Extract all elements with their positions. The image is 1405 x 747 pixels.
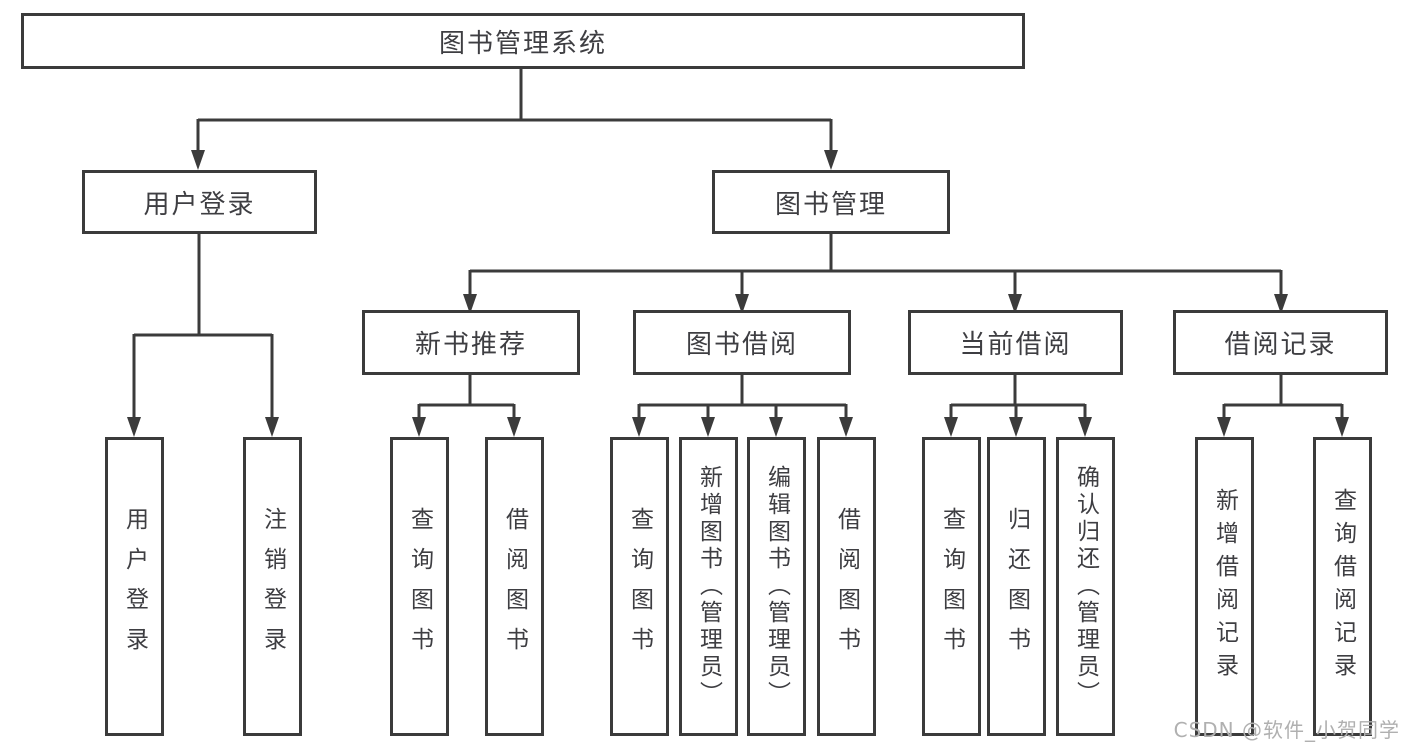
node-leaf-add-borrow-record: 新增借阅记录 — [1195, 437, 1254, 736]
node-leaf-borrow-books: 借阅图书 — [817, 437, 876, 736]
node-new-book-recommendation: 新书推荐 — [362, 310, 580, 375]
node-leaf-logout: 注销登录 — [243, 437, 302, 736]
node-leaf-query-books-recommend: 查询图书 — [390, 437, 449, 736]
node-label: 查询图书 — [626, 506, 653, 667]
node-book-borrowing: 图书借阅 — [633, 310, 851, 375]
node-label: 图书管理 — [774, 189, 887, 220]
node-label: 新增图书（管理员） — [695, 465, 722, 708]
node-leaf-user-login: 用户登录 — [105, 437, 164, 736]
node-label: 注销登录 — [259, 506, 286, 667]
node-label: 借阅记录 — [1224, 330, 1337, 360]
node-leaf-confirm-return-admin: 确认归还（管理员） — [1056, 437, 1115, 736]
node-label: 编辑图书（管理员） — [763, 465, 790, 708]
node-label: 新增借阅记录 — [1211, 487, 1238, 686]
node-label: 用户登录 — [121, 506, 148, 667]
node-leaf-edit-books-admin: 编辑图书（管理员） — [747, 437, 806, 736]
node-label: 图书管理系统 — [438, 28, 607, 59]
node-user-login: 用户登录 — [82, 170, 317, 234]
node-label: 查询图书 — [938, 506, 965, 667]
node-label: 新书推荐 — [414, 330, 527, 360]
node-borrowing-records: 借阅记录 — [1173, 310, 1388, 375]
node-leaf-query-books-current: 查询图书 — [922, 437, 981, 736]
node-leaf-borrow-books-recommend: 借阅图书 — [485, 437, 544, 736]
node-label: 图书借阅 — [685, 330, 798, 360]
node-book-management: 图书管理 — [712, 170, 950, 234]
node-label: 当前借阅 — [959, 330, 1072, 360]
node-label: 归还图书 — [1003, 506, 1030, 667]
node-library-management-system: 图书管理系统 — [21, 13, 1025, 69]
node-current-borrowing: 当前借阅 — [908, 310, 1123, 375]
arrowheads — [127, 150, 1349, 437]
node-label: 确认归还（管理员） — [1072, 465, 1099, 708]
node-leaf-query-books-borrowing: 查询图书 — [610, 437, 669, 736]
node-label: 查询借阅记录 — [1329, 487, 1356, 686]
node-leaf-query-borrow-record: 查询借阅记录 — [1313, 437, 1372, 736]
node-label: 用户登录 — [143, 189, 256, 220]
node-leaf-add-books-admin: 新增图书（管理员） — [679, 437, 738, 736]
node-label: 查询图书 — [406, 506, 433, 667]
node-label: 借阅图书 — [501, 506, 528, 667]
node-label: 借阅图书 — [833, 506, 860, 667]
node-leaf-return-books: 归还图书 — [987, 437, 1046, 736]
